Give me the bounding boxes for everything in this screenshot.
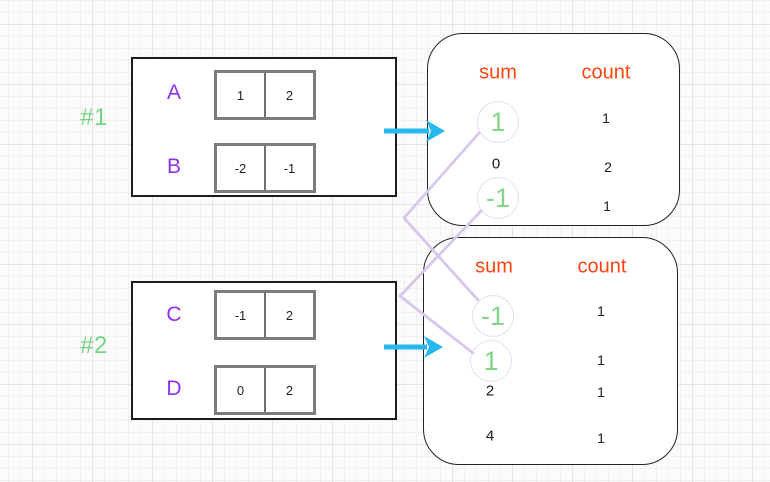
group1-box: A 1 2 B -2 -1 [131, 57, 397, 197]
array-d-cell-0: 0 [236, 382, 245, 398]
array-a-cell-1: 2 [264, 73, 313, 117]
result1-sum-neg1-circled: -1 [477, 177, 519, 219]
result1-sum-header: sum [479, 61, 517, 84]
array-a-cell-0: 1 [236, 87, 245, 103]
result2-sum-1-circled: 1 [470, 340, 512, 382]
result1-count-1: 2 [604, 159, 612, 175]
array-b-cell-1: -1 [264, 146, 313, 190]
array-a-cells: 1 2 [214, 70, 316, 120]
array-c-cell-0: -1 [234, 307, 247, 323]
array-b-cells: -2 -1 [214, 143, 316, 193]
result2-sum-2: 2 [485, 382, 495, 400]
array-b-label: B [166, 155, 182, 178]
group1-label: #1 [80, 104, 108, 131]
sum-value: 1 [483, 345, 499, 376]
result1-count-2: 1 [603, 198, 611, 214]
array-d-label: D [166, 377, 182, 400]
result2-sum-neg1-circled: -1 [472, 295, 514, 337]
result2-sum-4: 4 [485, 427, 495, 445]
result1-count-0: 1 [602, 110, 610, 126]
result2-count-header: count [577, 255, 627, 278]
array-d-cell-1: 2 [264, 368, 313, 412]
result1-sum-0: 0 [491, 155, 501, 173]
result1-table: sum count 1 0 -1 1 2 1 [427, 33, 680, 226]
array-c-label: C [166, 303, 182, 326]
sum-value: -1 [480, 300, 505, 331]
result1-count-header: count [581, 61, 631, 84]
result2-table: sum count -1 1 2 4 1 1 1 1 [423, 237, 678, 465]
group2-label: #2 [80, 332, 108, 359]
result2-count-0: 1 [597, 303, 605, 319]
array-d-cells: 0 2 [214, 365, 316, 415]
result2-count-1: 1 [597, 352, 605, 368]
result2-count-3: 1 [597, 430, 605, 446]
sum-value: -1 [485, 182, 510, 213]
group2-box: C -1 2 D 0 2 [131, 281, 397, 420]
result2-sum-header: sum [475, 255, 513, 278]
result2-count-2: 1 [597, 384, 605, 400]
array-c-cells: -1 2 [214, 290, 316, 340]
result1-sum-1-circled: 1 [477, 101, 519, 143]
array-b-cell-0: -2 [234, 160, 247, 176]
array-a-label: A [166, 81, 182, 104]
sum-value: 1 [490, 106, 506, 137]
array-c-cell-1: 2 [264, 293, 313, 337]
